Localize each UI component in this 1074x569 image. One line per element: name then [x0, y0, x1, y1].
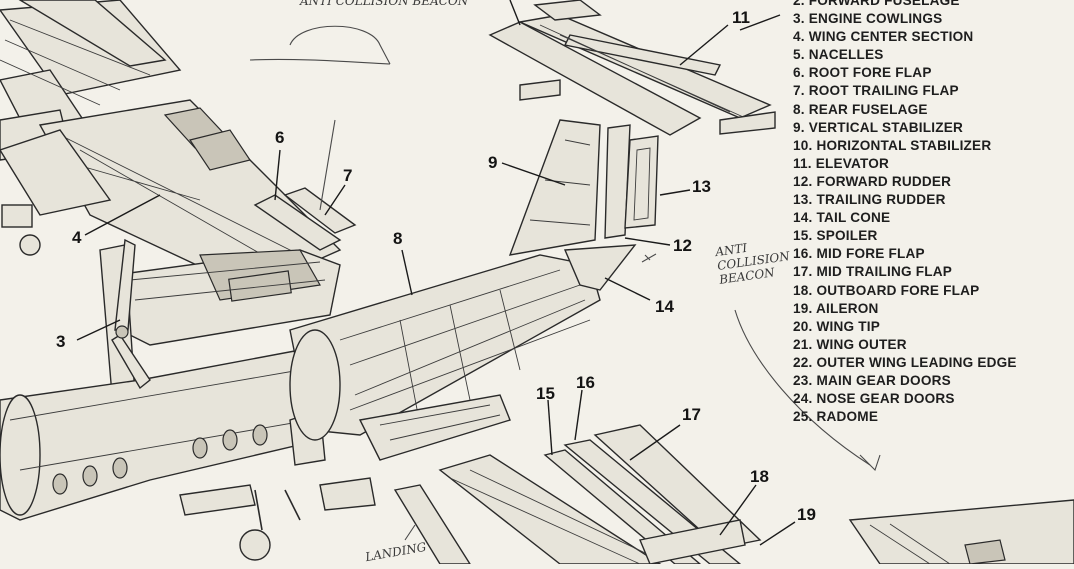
legend-item: 18. OUTBOARD FORE FLAP: [793, 282, 980, 298]
rear-fuselage: [289, 254, 601, 441]
legend-item: 3. ENGINE COWLINGS: [793, 11, 943, 27]
legend-item: 10. HORIZONTAL STABILIZER: [793, 137, 992, 153]
callout-9: 9: [488, 153, 498, 172]
legend-item: 19. AILERON: [793, 300, 879, 316]
handwritten-note-top: ANTI COLLISION BEACON: [300, 0, 468, 8]
callout-15: 15: [536, 384, 555, 403]
legend-item: 11. ELEVATOR: [793, 155, 890, 171]
legend-item: 8. REAR FUSELAGE: [793, 101, 928, 117]
vertical-stabilizer: [508, 119, 659, 256]
callout-6: 6: [275, 128, 285, 147]
callout-11: 11: [732, 8, 750, 27]
beacon-note-top: ANTI COLLISION BEACON: [300, 0, 469, 8]
legend-item: 22. OUTER WING LEADING EDGE: [793, 354, 1017, 370]
legend-item: 5. NACELLES: [793, 47, 884, 63]
callout-18: 18: [750, 467, 769, 486]
horizontal-stabilizer: [488, 0, 776, 136]
legend-item: 16. MID FORE FLAP: [793, 246, 925, 262]
forward-fuselage: [0, 349, 326, 521]
callout-4: 4: [72, 228, 82, 247]
propeller: [111, 238, 151, 390]
legend-item: 13. TRAILING RUDDER: [793, 192, 946, 208]
legend-item: 2. FORWARD FUSELAGE: [793, 0, 960, 8]
legend-item: 7. ROOT TRAILING FLAP: [793, 83, 959, 99]
legend-item: 12. FORWARD RUDDER: [793, 173, 952, 189]
callout-17: 17: [682, 405, 701, 424]
wing-outer-fragment: [848, 499, 1074, 565]
legend-item: 6. ROOT FORE FLAP: [793, 65, 932, 81]
legend-item: 9. VERTICAL STABILIZER: [793, 119, 964, 135]
callout-14: 14: [655, 297, 674, 316]
legend-item: 23. MAIN GEAR DOORS: [793, 372, 951, 388]
lower-right-flaps: [438, 424, 762, 565]
legend-item: 21. WING OUTER: [793, 336, 907, 352]
legend-item: 4. WING CENTER SECTION: [793, 29, 974, 45]
callout-7: 7: [343, 166, 353, 185]
legend-item: 17. MID TRAILING FLAP: [793, 264, 953, 280]
legend-item: 15. SPOILER: [793, 228, 878, 244]
root-flaps: [253, 187, 357, 251]
callout-8: 8: [393, 229, 403, 248]
leader-lines: [76, 0, 881, 546]
engine-nacelle: [99, 244, 341, 396]
legend-item: 20. WING TIP: [793, 318, 880, 334]
gear-doors: [179, 394, 511, 565]
tail-cone: [563, 244, 637, 291]
callout-19: 19: [797, 505, 816, 524]
legend-item: 25. RADOME: [793, 409, 879, 425]
callout-12: 12: [673, 236, 692, 255]
parts-legend: 2. FORWARD FUSELAGE 3. ENGINE COWLINGS 4. …: [793, 0, 1017, 426]
legend-item: 24. NOSE GEAR DOORS: [793, 391, 955, 407]
callout-13: 13: [692, 177, 711, 196]
callout-3: 3: [56, 332, 66, 351]
legend-item: 14. TAIL CONE: [793, 210, 891, 226]
callout-16: 16: [576, 373, 595, 392]
